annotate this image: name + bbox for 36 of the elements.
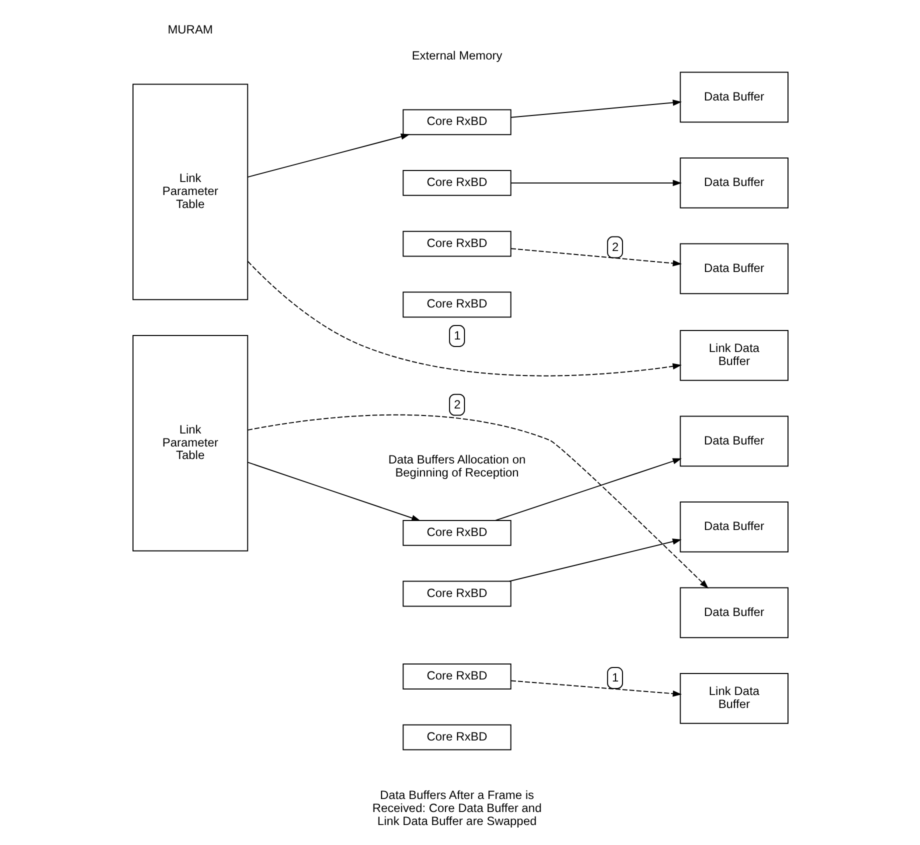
node-box: Core RxBD bbox=[402, 292, 511, 318]
arrow bbox=[246, 462, 420, 522]
node-box: Core RxBD bbox=[402, 170, 511, 196]
node-box: Core RxBD bbox=[402, 109, 511, 136]
node-box: Data Buffer bbox=[679, 158, 788, 208]
node-box: Data Buffer bbox=[679, 72, 788, 123]
node-box: Core RxBD bbox=[402, 520, 511, 546]
label: Data Buffers After a Frame is Received: Core Data Buffer and Link Data Buffer are Swapped bbox=[372, 788, 542, 828]
node-box: Link Parameter Table bbox=[132, 84, 248, 300]
node-box: Core RxBD bbox=[402, 664, 511, 690]
edge-label: 1 bbox=[612, 670, 618, 685]
arrow bbox=[510, 180, 682, 186]
arrow bbox=[246, 134, 410, 178]
edge-label: 2 bbox=[612, 240, 618, 254]
arrow bbox=[494, 458, 682, 521]
arrow bbox=[246, 260, 682, 376]
label: MURAM bbox=[167, 22, 212, 37]
arrow bbox=[510, 100, 682, 118]
node-box: Link Parameter Table bbox=[132, 335, 248, 552]
arrow bbox=[510, 248, 682, 266]
edge-label: 2 bbox=[454, 397, 460, 412]
arrow bbox=[508, 538, 682, 582]
node-box: Core RxBD bbox=[402, 724, 511, 750]
label: External Memory bbox=[411, 48, 502, 62]
node-box: Core RxBD bbox=[402, 580, 511, 607]
edge-label: 1 bbox=[454, 328, 460, 343]
node-box: Data Buffer bbox=[679, 587, 788, 638]
node-box: Core RxBD bbox=[402, 230, 511, 257]
arrow bbox=[510, 680, 682, 697]
node-box: Link Data Buffer bbox=[679, 673, 788, 724]
node-box: Data Buffer bbox=[679, 243, 788, 294]
label: Data Buffers Allocation on Beginning of Reception bbox=[388, 452, 526, 480]
node-box: Data Buffer bbox=[679, 416, 788, 467]
node-box: Link Data Buffer bbox=[679, 330, 788, 381]
arrow bbox=[246, 414, 708, 589]
node-box: Data Buffer bbox=[679, 502, 788, 552]
